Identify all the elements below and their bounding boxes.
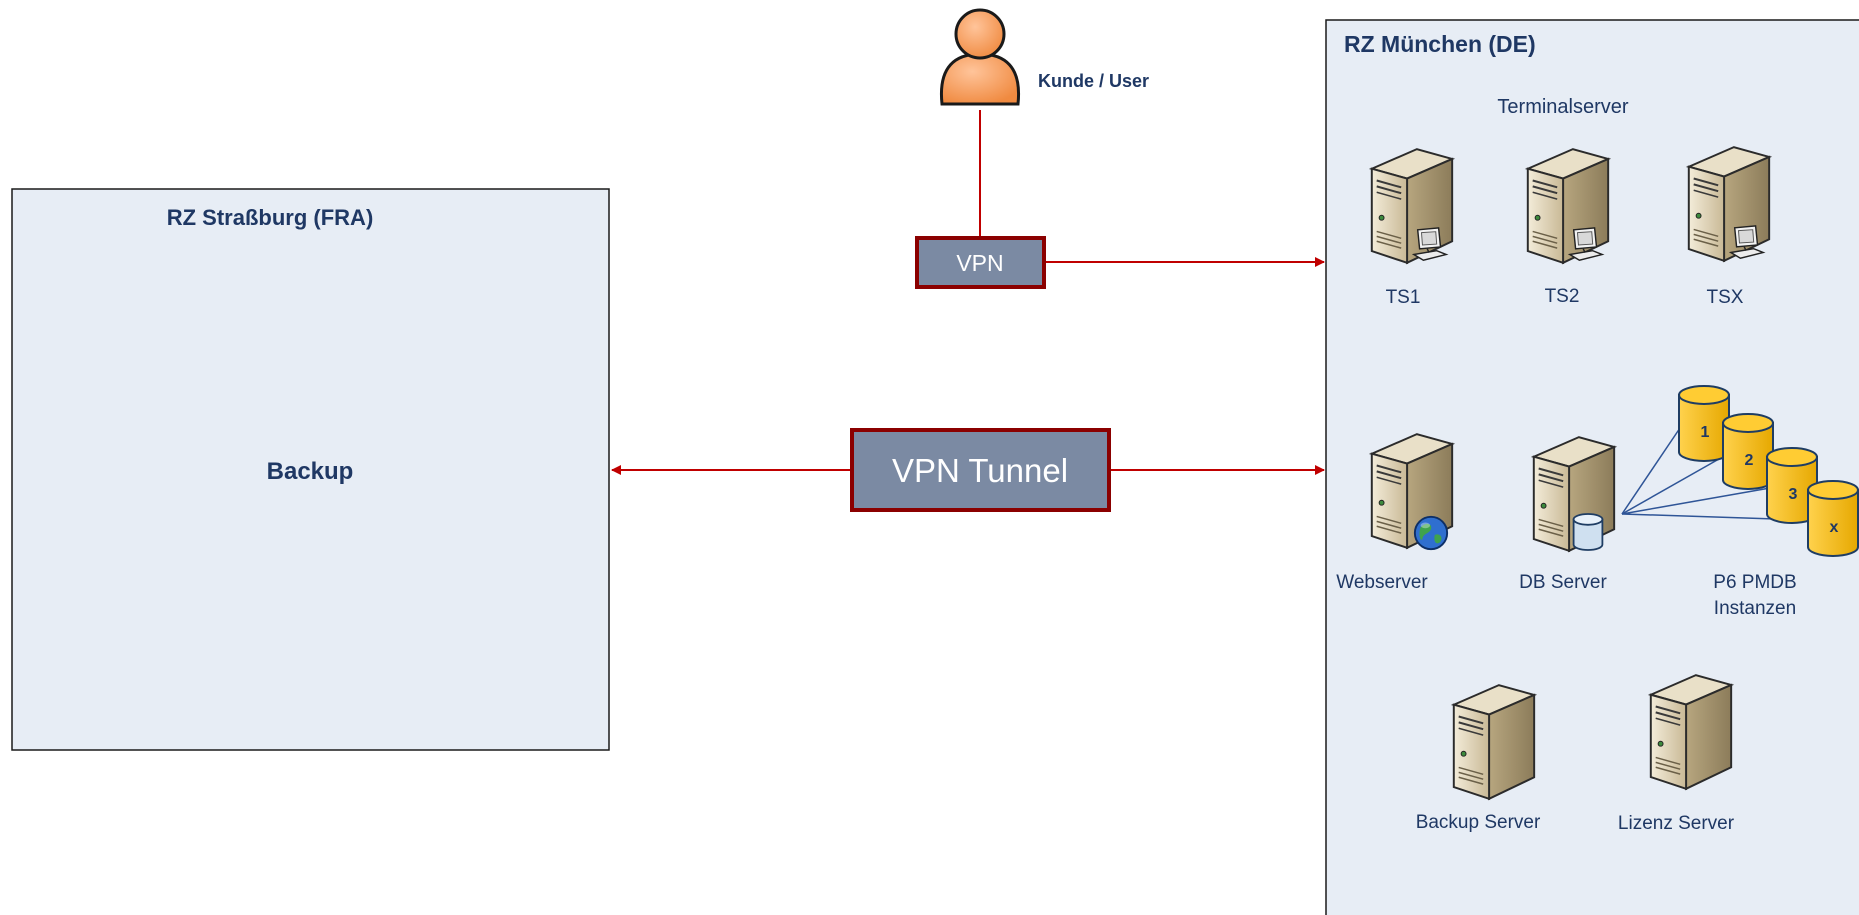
user-label: Kunde / User	[1038, 71, 1149, 91]
license-server-label: Lizenz Server	[1618, 813, 1735, 834]
user-icon	[939, 8, 1021, 106]
ts1-server-icon	[1370, 148, 1454, 264]
db-instance-2-icon: 2	[1722, 413, 1774, 490]
p6-pmdb-label-line2: Instanzen	[1714, 598, 1796, 619]
db-instance-1-icon: 1	[1678, 385, 1730, 462]
vpn-tunnel-label: VPN Tunnel	[892, 452, 1068, 489]
backup-label: Backup	[267, 458, 354, 485]
db-instance-x-icon: x	[1807, 480, 1859, 557]
p6-pmdb-label-line1: P6 PMDB	[1713, 572, 1796, 593]
backup-server-label: Backup Server	[1416, 812, 1541, 833]
ts1-label: TS1	[1386, 287, 1421, 308]
terminalserver-label: Terminalserver	[1497, 96, 1628, 118]
webserver-label: Webserver	[1336, 572, 1428, 593]
backup-server-icon	[1452, 684, 1536, 800]
tsx-server-icon	[1687, 146, 1771, 262]
db-instance-3-icon: 3	[1766, 447, 1818, 524]
license-server-icon	[1649, 674, 1733, 790]
vpn-tunnel-box	[850, 428, 1111, 512]
db-server-label: DB Server	[1519, 572, 1607, 593]
ts2-server-icon	[1526, 148, 1610, 264]
svg-text:1: 1	[1701, 424, 1710, 441]
rz-strasbourg-title: RZ Straßburg (FRA)	[167, 205, 374, 230]
rz-munich-title: RZ München (DE)	[1344, 31, 1536, 57]
tsx-label: TSX	[1707, 287, 1744, 308]
rz-strasbourg-box	[11, 188, 610, 751]
webserver-icon	[1370, 433, 1454, 551]
svg-text:x: x	[1830, 519, 1839, 536]
vpn-label: VPN	[956, 250, 1003, 276]
vpn-box	[915, 236, 1046, 289]
db-server-icon	[1532, 436, 1616, 552]
svg-text:2: 2	[1745, 452, 1754, 469]
ts2-label: TS2	[1545, 286, 1580, 307]
svg-text:3: 3	[1789, 486, 1798, 503]
